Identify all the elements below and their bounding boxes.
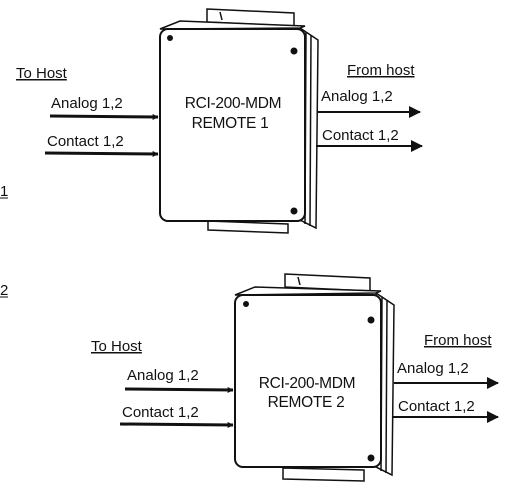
remote-1-group: RCI-200-MDM REMOTE 1 To Host Analog 1,2 … (0, 8, 423, 234)
remote-2-input-analog-label: Analog 1,2 (127, 367, 199, 384)
remote-2-output-analog-label: Analog 1,2 (397, 360, 469, 377)
remote-2-output-contact-label: Contact 1,2 (398, 398, 475, 415)
remote-1-to-host-heading: To Host (16, 65, 68, 82)
remote-2-input-analog-arrow (124, 386, 234, 393)
remote-1-input-contact-label: Contact 1,2 (47, 133, 124, 150)
remote-1-input-analog-arrow (49, 113, 159, 120)
remote-1-output-contact-label: Contact 1,2 (322, 127, 399, 144)
remote-1-from-host-heading: From host (347, 62, 415, 79)
remote-2-from-host-heading: From host (424, 332, 492, 349)
remote-2-model-label: RCI-200-MDM (259, 375, 356, 392)
remote-1-input-contact-arrow (44, 150, 159, 157)
remote-2-input-contact-arrow (119, 421, 234, 428)
remote-2-to-host-heading: To Host (91, 338, 143, 355)
remote-1-input-analog-label: Analog 1,2 (51, 95, 123, 112)
remote-2-group: RCI-200-MDM REMOTE 2 To Host Analog 1,2 … (0, 273, 499, 482)
margin-mark-2: 2 (0, 282, 8, 299)
remote-1-enclosure (159, 8, 319, 234)
remote-2-enclosure (234, 273, 395, 482)
remote-2-input-contact-label: Contact 1,2 (122, 404, 199, 421)
remote-2-unit-label: REMOTE 2 (268, 394, 345, 411)
remote-1-output-analog-label: Analog 1,2 (321, 88, 393, 105)
remote-1-unit-label: REMOTE 1 (192, 115, 269, 132)
margin-mark-1: 1 (0, 183, 8, 200)
remote-1-model-label: RCI-200-MDM (185, 95, 282, 112)
